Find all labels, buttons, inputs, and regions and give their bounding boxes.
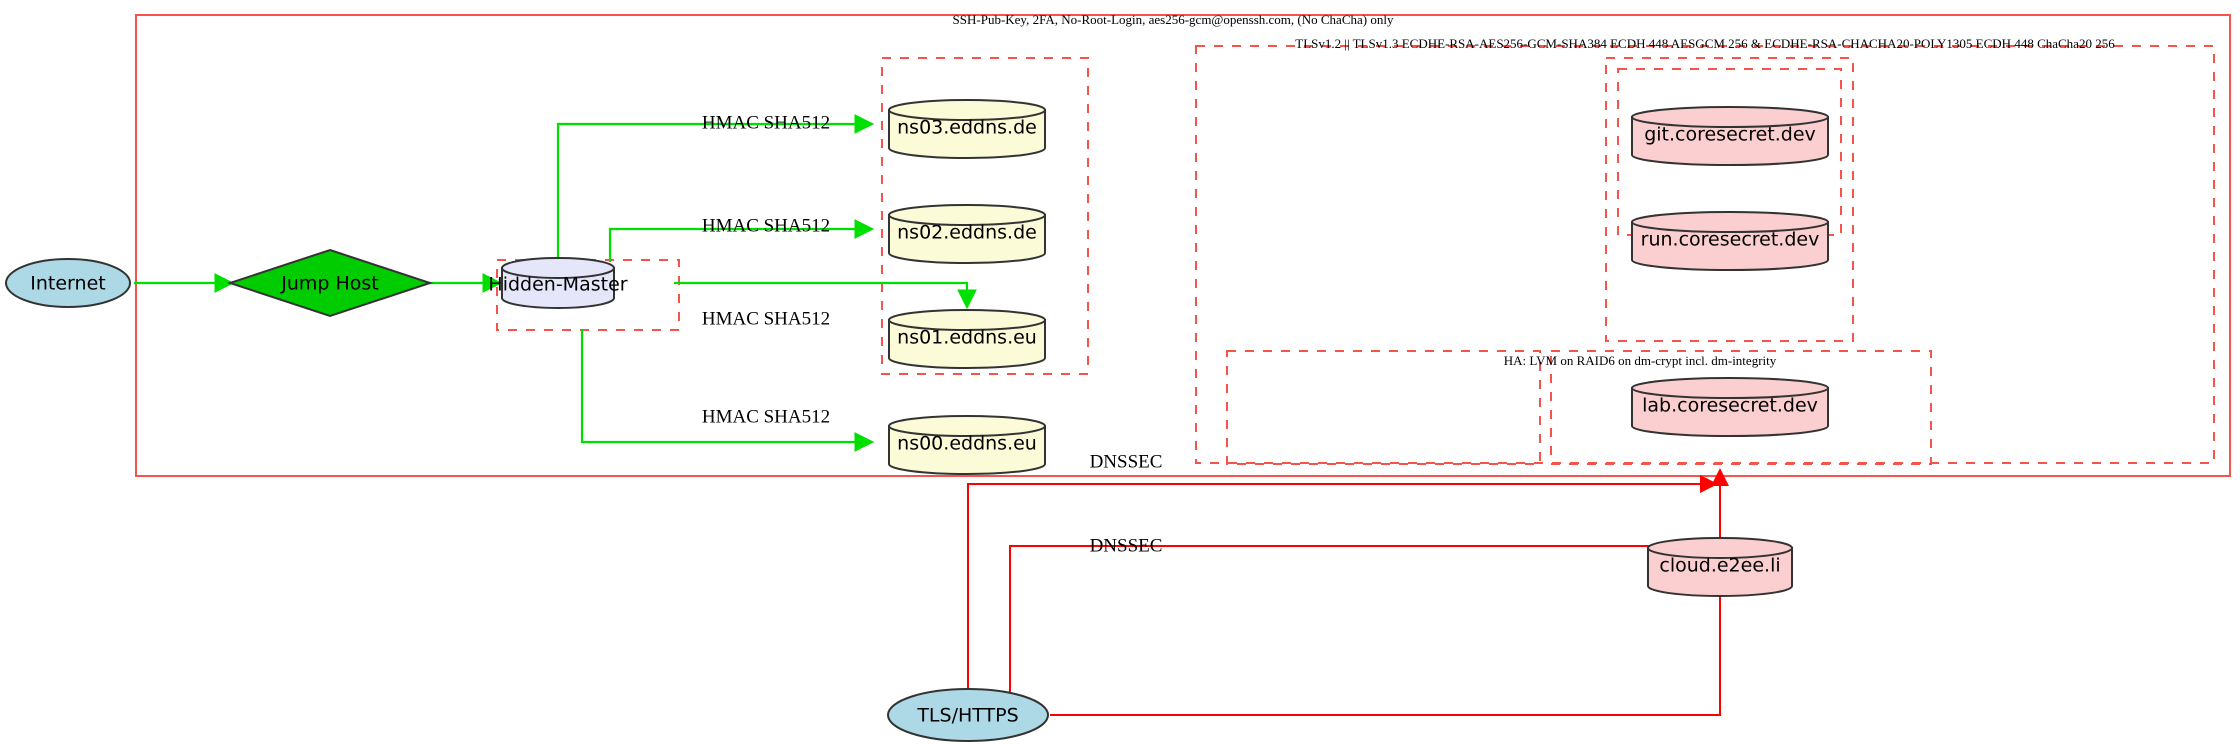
cluster-tls-zone [1195,45,2215,464]
edge-tlshttps-right-run [1050,548,1721,716]
node-tlshttps[interactable]: TLS/HTTPS [887,688,1049,742]
node-ns00[interactable]: ns00.eddns.eu [888,415,1046,475]
node-ns01-label: ns01.eddns.eu [897,327,1037,349]
node-lab[interactable]: lab.coresecret.dev [1631,377,1829,437]
cluster-ha-zone-label: HA: LVM on RAID6 on dm-crypt incl. dm-in… [1504,353,1777,368]
node-git[interactable]: git.coresecret.dev [1631,106,1829,166]
edge-master-ns03 [556,114,875,262]
node-ns00-label: ns00.eddns.eu [897,433,1037,455]
cluster-coresecret-inner [1617,68,1842,236]
node-run[interactable]: run.coresecret.dev [1631,211,1829,271]
node-lab-label: lab.coresecret.dev [1642,395,1818,417]
node-tlshttps-label: TLS/HTTPS [916,705,1018,727]
edge-master-ns01 [674,281,977,310]
edge-label-hmac-ns01: HMAC SHA512 [702,308,830,329]
node-ns02-label: ns02.eddns.de [897,222,1037,244]
cluster-tls-zone-label: TLSv1.2 || TLSv1.3 ECDHE-RSA-AES256-GCM-… [1295,36,2115,51]
node-ns03-label: ns03.eddns.de [897,117,1037,139]
cluster-dns-zone [881,57,1089,375]
edge-master-ns00 [580,330,875,452]
cluster-ha-zone [1226,350,1541,465]
node-internet-label: Internet [30,273,105,295]
node-git-label: git.coresecret.dev [1644,124,1816,146]
node-ns01[interactable]: ns01.eddns.eu [888,309,1046,369]
edge-master-ns02 [608,219,875,262]
node-ns03[interactable]: ns03.eddns.de [888,99,1046,159]
node-run-label: run.coresecret.dev [1641,229,1820,251]
node-internet[interactable]: Internet [5,258,131,308]
node-cloud[interactable]: cloud.e2ee.li [1647,537,1793,597]
node-ns02[interactable]: ns02.eddns.de [888,204,1046,264]
edge-tlshttps-lab [967,475,1718,700]
node-jumphost-label: Jump Host [280,273,379,295]
edge-label-hmac-ns02: HMAC SHA512 [702,215,830,236]
edge-label-dnssec-lab: DNSSEC [1090,451,1163,472]
cluster-coresecret-outer [1605,57,1854,342]
node-cloud-label: cloud.e2ee.li [1659,555,1780,577]
edge-label-hmac-ns00: HMAC SHA512 [702,406,830,427]
node-master-label: Hidden-Master [488,274,627,296]
edge-tlshttps-cloud [1009,468,1729,692]
cluster-ssh-zone-label: SSH-Pub-Key, 2FA, No-Root-Login, aes256-… [953,12,1394,27]
node-master[interactable]: Hidden-Master [488,257,628,309]
edge-label-hmac-ns03: HMAC SHA512 [702,112,830,133]
node-jumphost[interactable]: Jump Host [226,248,434,318]
cluster-ha-zone-inner [1550,350,1932,465]
edge-label-dnssec-cloud: DNSSEC [1090,535,1163,556]
cluster-ssh-zone [135,14,2231,477]
